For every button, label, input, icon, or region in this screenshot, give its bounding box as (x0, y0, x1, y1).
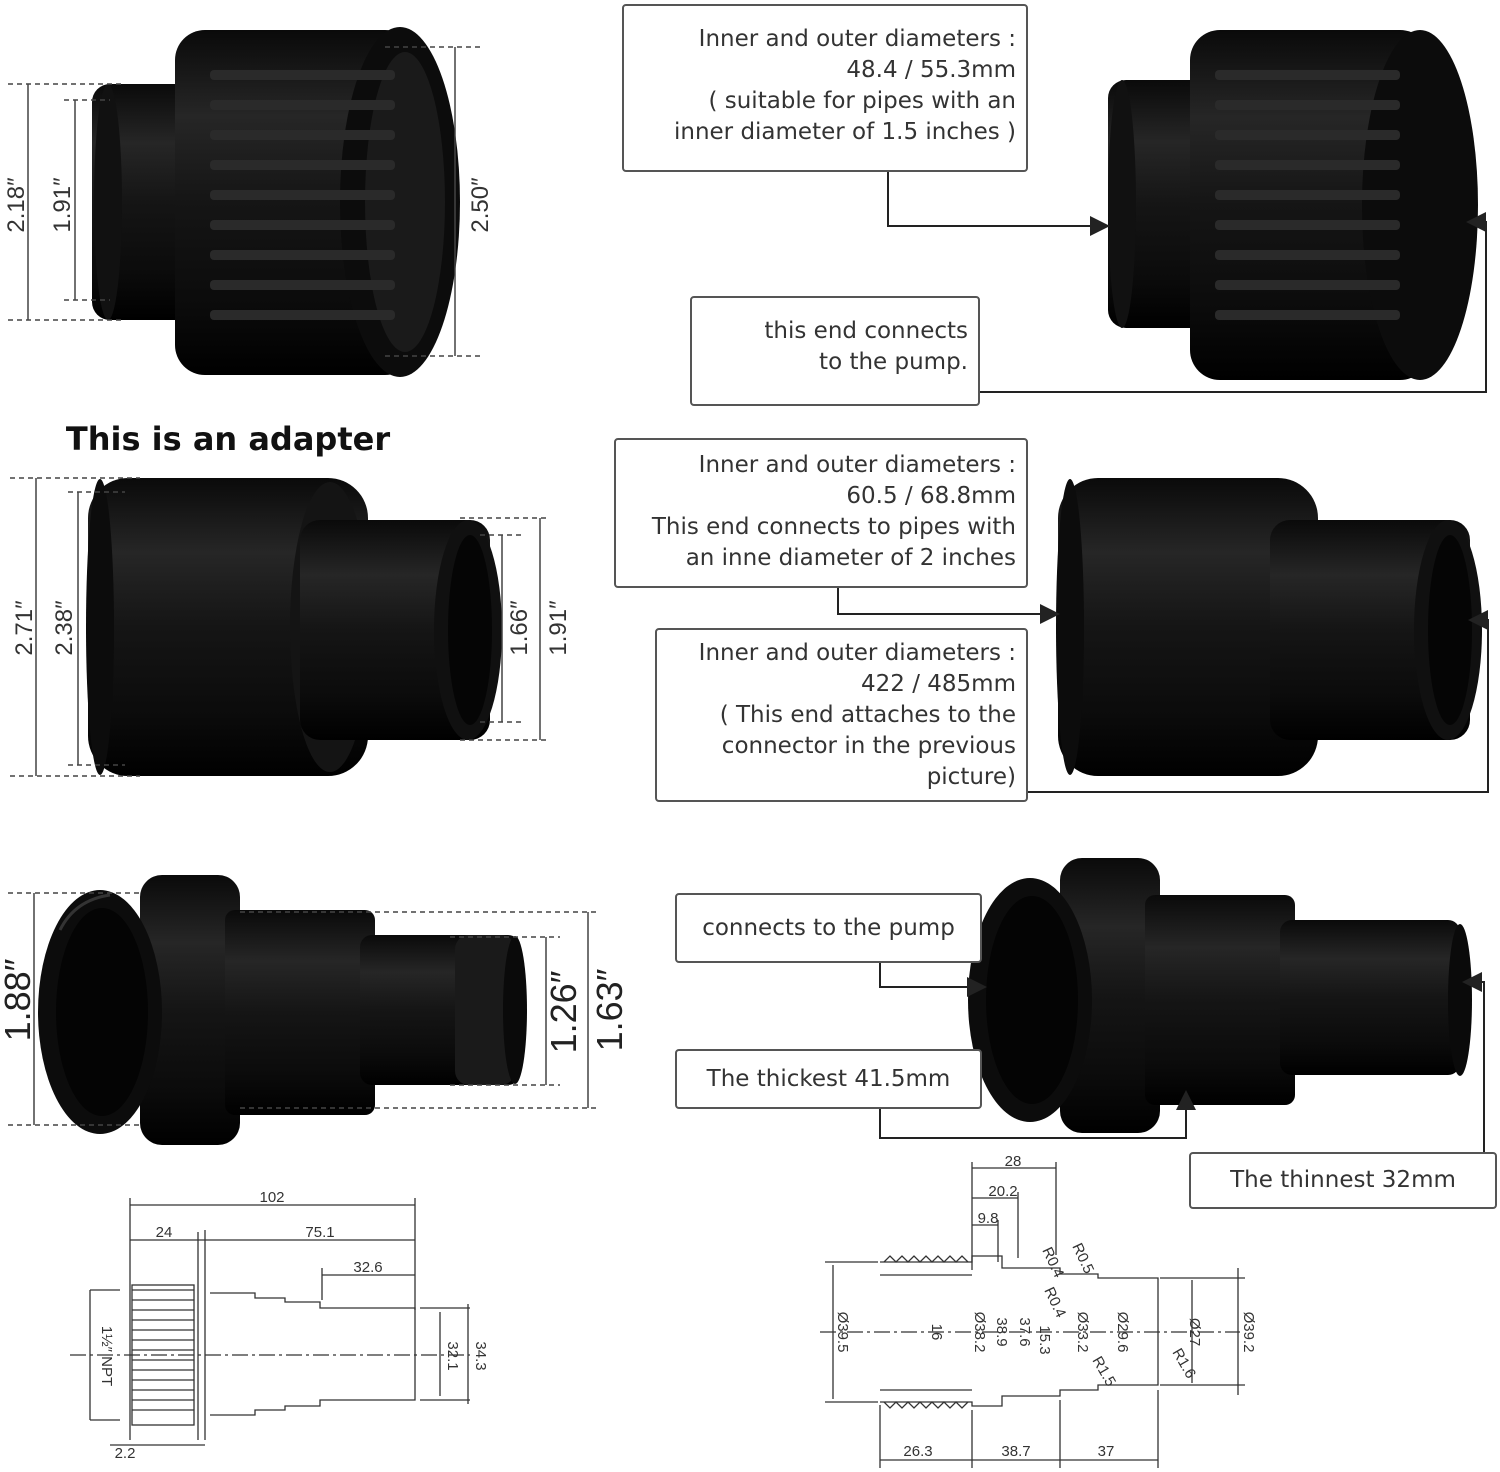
dim-16: 16 (928, 1324, 945, 1341)
callout-mid-diameters: Inner and outer diameters : 60.5 / 68.8m… (614, 438, 1028, 588)
dia-29-6: Ø29.6 (1114, 1312, 1131, 1353)
dim-26-3: 26.3 (903, 1443, 932, 1460)
union-nut-photo-right (1108, 30, 1478, 380)
callout-line: inner diameter of 1.5 inches ) (673, 119, 1016, 145)
callout-pump-end: this end connects to the pump. (690, 296, 980, 406)
callout-top-diameters: Inner and outer diameters : 48.4 / 55.3m… (622, 4, 1028, 172)
dim-2-38: 2.38″ (51, 600, 78, 656)
dim-20-2: 20.2 (988, 1183, 1017, 1200)
radius-r0-4-a: R0.4 (1038, 1245, 1067, 1281)
dim-24: 24 (156, 1224, 173, 1241)
dim-1-88: 1.88″ (0, 958, 38, 1041)
dim-2-50: 2.50″ (467, 177, 494, 233)
callout-thickest: The thickest 41.5mm (675, 1049, 982, 1109)
callout-thinnest: The thinnest 32mm (1189, 1152, 1497, 1209)
dim-15-3: 15.3 (1036, 1325, 1053, 1354)
dim-37: 37 (1098, 1443, 1115, 1460)
union-nut-photo-left (92, 27, 460, 377)
dimension-lines-bottom-left (8, 892, 600, 1126)
dim-1-26: 1.26″ (543, 970, 584, 1053)
dim-1-66: 1.66″ (506, 600, 533, 656)
callout-line: connector in the previous (721, 733, 1016, 759)
callout-line: Inner and outer diameters : (698, 452, 1016, 478)
callout-reducer-diameters: Inner and outer diameters : 422 / 485mm … (655, 628, 1028, 802)
callout-line: ( This end attaches to the (719, 702, 1016, 728)
dim-75-1: 75.1 (305, 1224, 334, 1241)
callout-line: Inner and outer diameters : (698, 26, 1016, 52)
dim-1-91-top: 1.91″ (49, 177, 76, 233)
callout-connectors (837, 172, 1489, 1152)
adapter-heading: This is an adapter (66, 420, 390, 458)
dim-32-6: 32.6 (353, 1259, 382, 1276)
technical-drawing-right (820, 1162, 1245, 1468)
dia-39-5: Ø39.5 (834, 1312, 851, 1353)
dim-38-9: 38.9 (993, 1317, 1010, 1346)
dim-37-6: 37.6 (1016, 1317, 1033, 1346)
dia-38-2: Ø38.2 (971, 1312, 988, 1353)
technical-drawing-left (70, 1198, 470, 1446)
dimension-lines-mid-left (10, 477, 550, 777)
dim-9-8: 9.8 (978, 1210, 999, 1227)
callout-line: an inne diameter of 2 inches (685, 545, 1016, 571)
hose-barb-photo-right (968, 858, 1472, 1133)
dia-27: Ø27 (1186, 1318, 1203, 1346)
callout-line: ( suitable for pipes with an (708, 88, 1016, 114)
callout-line: The thickest 41.5mm (706, 1066, 951, 1092)
callout-line: The thinnest 32mm (1230, 1167, 1456, 1193)
dim-102: 102 (259, 1189, 284, 1206)
radius-r0-5: R0.5 (1068, 1241, 1097, 1277)
dim-32-1: 32.1 (444, 1341, 461, 1370)
callout-line: to the pump. (819, 349, 968, 375)
callout-line: picture) (926, 764, 1016, 790)
dimension-lines-top-left (8, 46, 480, 357)
dim-2-2: 2.2 (115, 1445, 136, 1462)
callout-line: This end connects to pipes with (651, 514, 1016, 540)
radius-r1-6: R1.6 (1169, 1346, 1200, 1382)
radius-r0-4-b: R0.4 (1040, 1285, 1069, 1321)
callout-connects-pump: connects to the pump (675, 893, 982, 963)
reducer-photo-right (1056, 478, 1482, 776)
dim-38-7: 38.7 (1001, 1443, 1030, 1460)
reducer-photo-left (86, 478, 502, 776)
dim-1-63: 1.63″ (589, 968, 630, 1051)
callout-line: this end connects (764, 318, 968, 344)
dim-1-91-mid: 1.91″ (545, 600, 572, 656)
dim-2-71: 2.71″ (11, 600, 38, 656)
dim-28: 28 (1005, 1153, 1022, 1170)
callout-line: Inner and outer diameters : (698, 640, 1016, 666)
callout-line: 422 / 485mm (861, 671, 1016, 697)
callout-line: connects to the pump (702, 915, 955, 941)
npt-thread-label: 1½″ NPT (98, 1326, 115, 1386)
dim-2-18: 2.18″ (3, 177, 30, 233)
dia-39-2: Ø39.2 (1240, 1312, 1257, 1353)
dim-34-3: 34.3 (472, 1341, 489, 1370)
radius-r1-5: R1.5 (1089, 1354, 1120, 1390)
hose-barb-photo-left (38, 875, 527, 1145)
callout-line: 60.5 / 68.8mm (846, 483, 1016, 509)
dia-33-2: Ø33.2 (1074, 1312, 1091, 1353)
callout-line: 48.4 / 55.3mm (846, 57, 1016, 83)
